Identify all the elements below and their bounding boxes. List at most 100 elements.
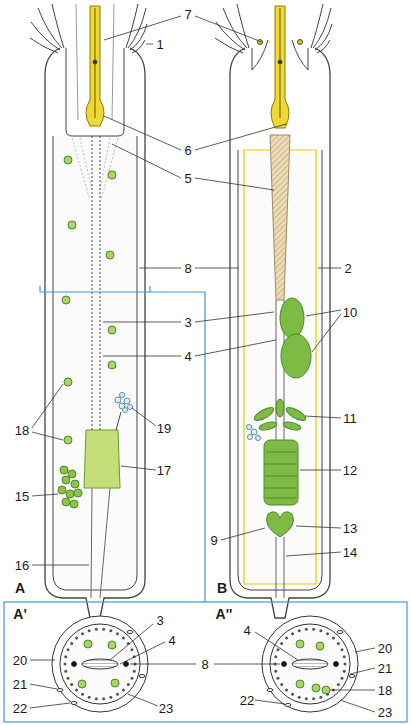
muscle-ring <box>312 628 315 631</box>
cross-section-a1 <box>72 662 77 667</box>
leader-lines <box>305 416 341 418</box>
cross-section-a2 <box>296 680 304 688</box>
muscle-ring <box>130 677 133 680</box>
muscle-ring <box>340 648 343 651</box>
cross-section-a1 <box>71 702 77 705</box>
callout-number: 22 <box>239 694 255 707</box>
cross-section-a1 <box>127 631 133 634</box>
cross-section-a1 <box>111 679 119 687</box>
callout-number: 9 <box>209 534 218 547</box>
callout-number: 8 <box>200 658 209 671</box>
muscle-ring <box>337 642 340 645</box>
muscle-ring <box>116 693 119 696</box>
callout-number: 21 <box>377 662 393 675</box>
animal-b <box>276 537 284 598</box>
cross-section-a2 <box>296 640 330 694</box>
muscle-ring <box>64 670 67 673</box>
muscle-ring <box>285 636 288 639</box>
cross-section-a2 <box>316 642 324 650</box>
muscle-ring <box>344 663 347 666</box>
animal-a <box>74 489 82 497</box>
animal-a <box>62 498 70 506</box>
muscle-ring <box>305 697 308 700</box>
animal-b <box>215 4 332 618</box>
callout-number: 2 <box>343 262 352 275</box>
muscle-ring <box>291 693 294 696</box>
muscle-ring <box>298 696 301 699</box>
cross-section-a1 <box>139 675 145 678</box>
leader-lines <box>255 632 298 660</box>
muscle-ring <box>305 628 308 631</box>
animal-a <box>72 138 118 200</box>
animal-b <box>265 452 297 498</box>
animal-a <box>115 393 133 413</box>
muscle-ring <box>291 632 294 635</box>
muscle-ring <box>298 629 301 632</box>
animal-a <box>108 361 116 369</box>
animal-b <box>280 298 304 338</box>
muscle-ring <box>332 636 335 639</box>
section-bracket <box>150 292 205 602</box>
animal-a <box>62 156 116 444</box>
animal-b <box>281 334 311 378</box>
animal-b <box>311 4 332 53</box>
muscle-ring <box>326 693 329 696</box>
panel-letter: B <box>216 581 228 595</box>
muscle-ring <box>274 670 277 673</box>
muscle-ring <box>88 629 91 632</box>
animal-a <box>108 326 116 334</box>
muscle-ring <box>75 689 78 692</box>
callout-number: 14 <box>342 546 358 559</box>
callout-number: 3 <box>183 316 192 329</box>
animal-a <box>71 480 79 488</box>
callout-number: 23 <box>158 702 174 715</box>
callout-number: 20 <box>377 642 393 655</box>
animal-a <box>62 296 70 304</box>
cross-section-a1 <box>78 680 86 688</box>
panel-letter: A <box>14 581 26 595</box>
muscle-ring <box>285 689 288 692</box>
cross-section-a1 <box>60 624 140 704</box>
leader-lines <box>32 565 89 566</box>
muscle-ring <box>280 683 283 686</box>
muscle-ring <box>102 697 105 700</box>
animal-a <box>126 4 147 53</box>
animal-a <box>124 398 130 404</box>
animal-a <box>116 412 121 430</box>
leader-lines <box>350 668 375 674</box>
leader-lines <box>32 384 63 440</box>
animal-a <box>93 60 97 64</box>
animal-a <box>76 4 114 120</box>
callout-number: 19 <box>156 422 172 435</box>
animal-a <box>58 466 82 508</box>
animal-b <box>284 405 307 423</box>
muscle-ring <box>343 655 346 658</box>
muscle-ring <box>122 689 125 692</box>
cross-section-a2 <box>282 662 287 667</box>
animal-a <box>120 393 125 398</box>
callout-number: 3 <box>155 614 164 627</box>
leader-lines <box>330 690 375 691</box>
muscle-ring <box>319 696 322 699</box>
callout-number: 11 <box>342 412 358 425</box>
muscle-ring <box>95 697 98 700</box>
cross-section-a2 <box>267 631 355 707</box>
animal-a <box>106 251 114 259</box>
panel-letter: A'' <box>215 607 234 621</box>
animal-b <box>267 512 294 537</box>
muscle-ring <box>122 636 125 639</box>
animal-b <box>251 429 257 435</box>
animal-a <box>68 221 76 229</box>
animal-a <box>45 48 145 618</box>
cross-section-a1 <box>82 659 118 669</box>
muscle-ring <box>343 670 346 673</box>
callout-number: 15 <box>14 490 30 503</box>
callout-number: 7 <box>183 8 192 21</box>
animal-a <box>123 408 128 413</box>
muscle-ring <box>312 697 315 700</box>
animal-a <box>128 405 133 410</box>
callout-number: 18 <box>14 424 30 437</box>
